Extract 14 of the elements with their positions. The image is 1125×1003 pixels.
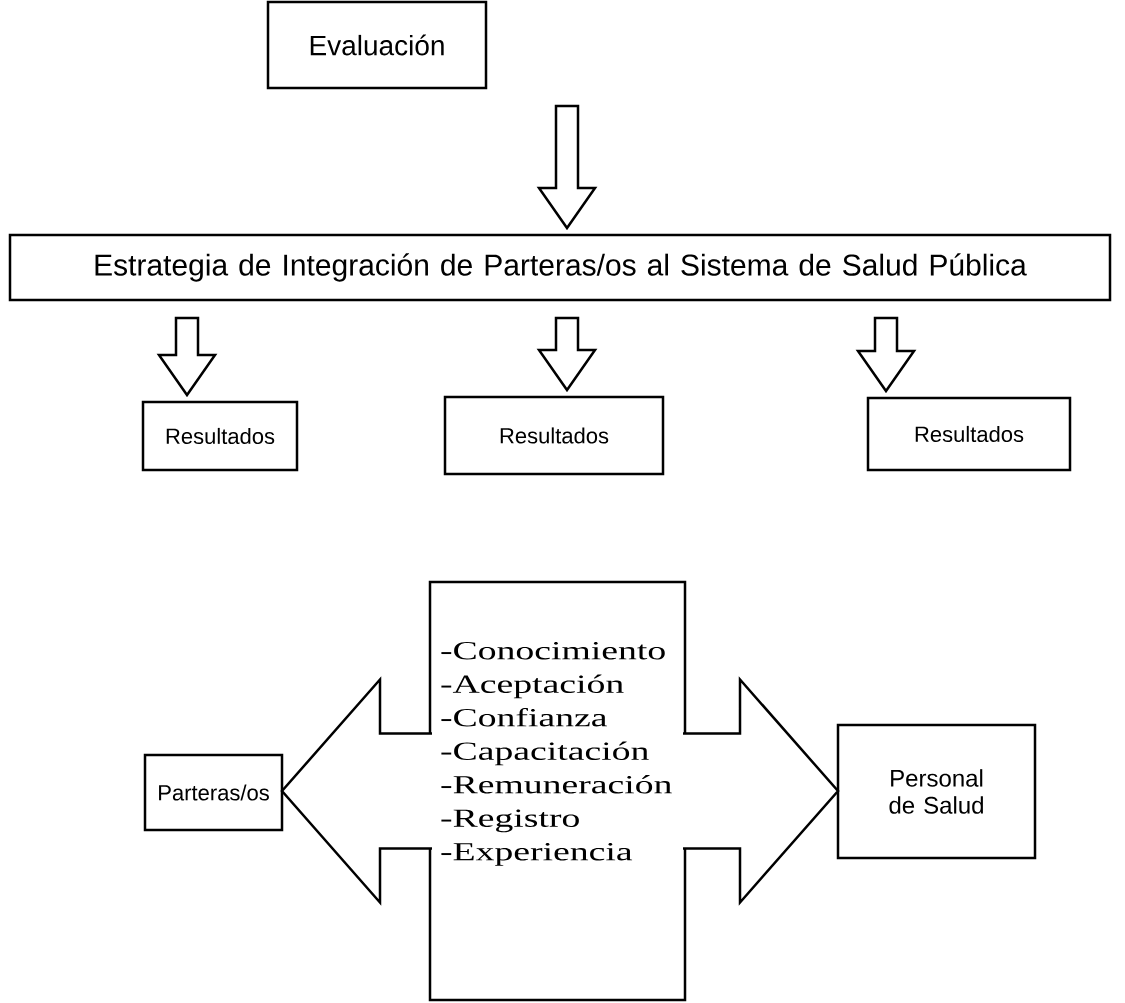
process-box: Personal de Salud xyxy=(836,723,1037,860)
block-arrow xyxy=(280,676,434,906)
process-box: Resultados xyxy=(866,396,1072,472)
list-box: -Conocimiento -Aceptación -Confianza -Capacitación -Remuneración -Registro -Experiencia xyxy=(428,580,687,1002)
process-box: Evaluación xyxy=(266,0,488,90)
process-box: Resultados xyxy=(443,395,665,476)
block-arrow xyxy=(536,316,598,393)
block-arrow xyxy=(855,316,917,394)
block-arrow xyxy=(681,676,840,906)
process-box: Estrategia de Integración de Parteras/os al Sistema de Salud Pública xyxy=(8,233,1112,302)
block-arrow xyxy=(536,104,598,231)
process-box: Resultados xyxy=(141,400,299,472)
process-box: Parteras/os xyxy=(143,753,284,832)
block-arrow xyxy=(156,316,218,398)
